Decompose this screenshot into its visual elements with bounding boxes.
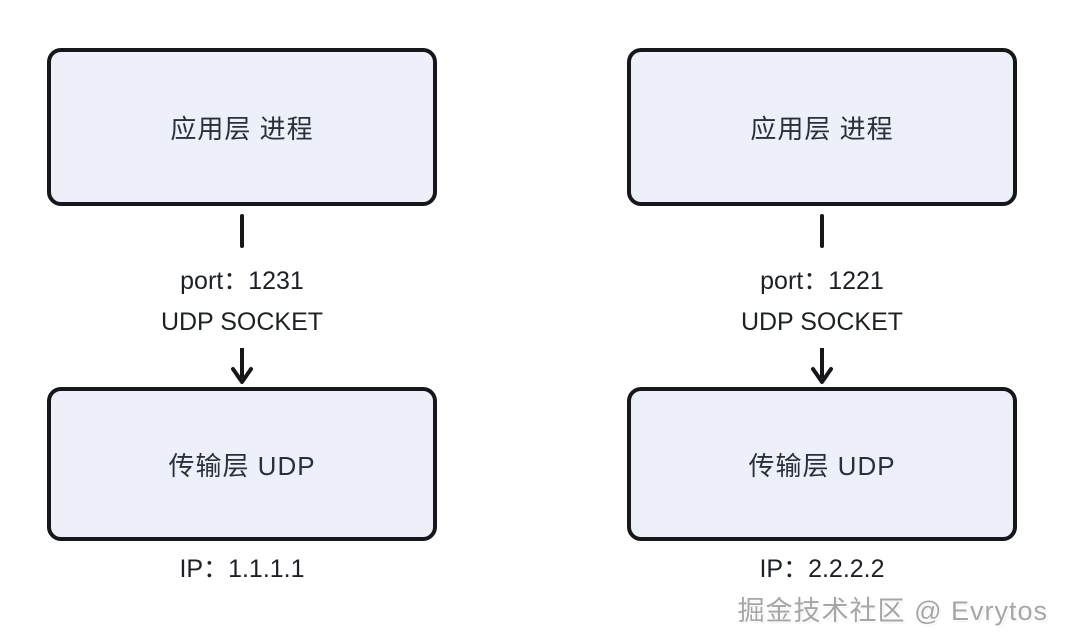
watermark: 掘金技术社区 @ Evrytos (737, 596, 1048, 626)
host-2-ip-label: IP：2.2.2.2 (759, 555, 885, 583)
host-2-application-layer-label: 应用层 进程 (750, 113, 894, 144)
host-1-application-layer-label: 应用层 进程 (170, 113, 314, 144)
host-2-transport-layer-label: 传输层 UDP (748, 450, 896, 481)
host-1-transport-layer-box: 传输层 UDP (47, 387, 437, 541)
host-1-connector-line (240, 214, 244, 248)
host-1-column: 应用层 进程 port：1231 UDP SOCKET 传输层 UDP IP：1… (47, 0, 437, 634)
host-1-socket-label: UDP SOCKET (160, 308, 324, 336)
host-2-column: 应用层 进程 port：1221 UDP SOCKET 传输层 UDP IP：2… (627, 0, 1017, 634)
host-1-down-arrow-icon (231, 348, 253, 384)
host-2-down-arrow-icon (811, 348, 833, 384)
host-1-application-layer-box: 应用层 进程 (47, 48, 437, 206)
host-2-socket-label: UDP SOCKET (740, 308, 904, 336)
host-2-transport-layer-box: 传输层 UDP (627, 387, 1017, 541)
host-1-port-label: port：1231 (180, 267, 304, 295)
host-2-connector-line (820, 214, 824, 248)
host-2-port-label: port：1221 (760, 267, 884, 295)
host-1-transport-layer-label: 传输层 UDP (168, 450, 316, 481)
host-2-application-layer-box: 应用层 进程 (627, 48, 1017, 206)
host-1-ip-label: IP：1.1.1.1 (179, 555, 305, 583)
